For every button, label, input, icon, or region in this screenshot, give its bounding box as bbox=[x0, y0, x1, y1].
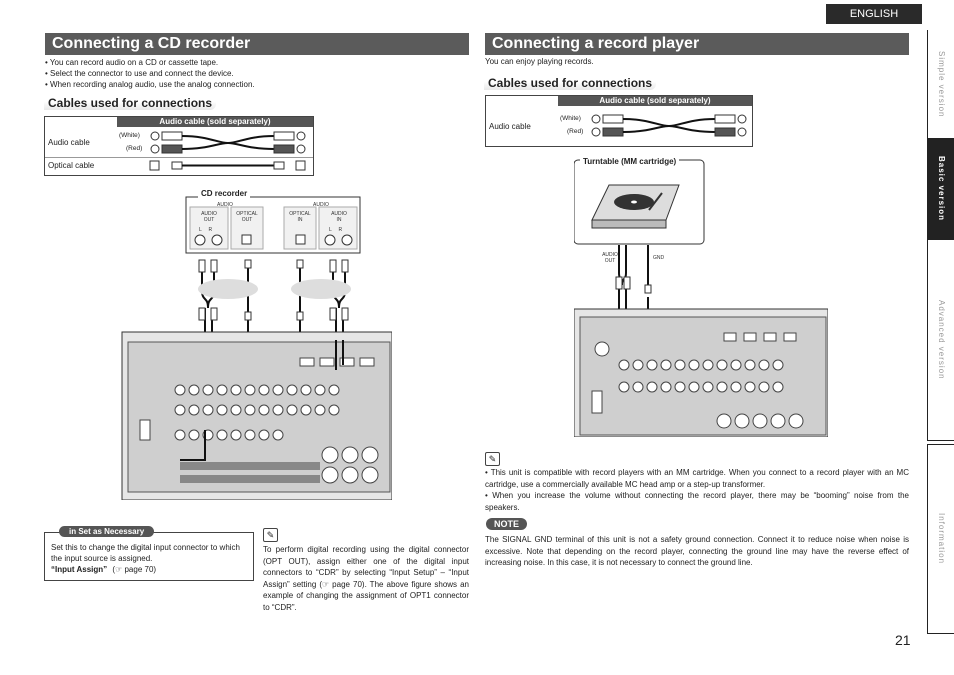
sidebar-tab-advanced[interactable]: Advanced version bbox=[927, 240, 954, 441]
set-as-necessary-title: in Set as Necessary bbox=[59, 526, 155, 537]
sidebar-tab-label: Basic version bbox=[937, 156, 946, 222]
rca-cable-icon bbox=[150, 131, 306, 154]
turntable-gnd-label: GND bbox=[653, 255, 665, 261]
rp-cable-table: Audio cable (sold separately) Audio cabl… bbox=[485, 95, 753, 147]
white-label: (White) bbox=[560, 115, 581, 122]
sidebar-tab-label: Information bbox=[937, 513, 946, 565]
cable-row-optical: Optical cable bbox=[45, 157, 313, 173]
cable-table-header: Audio cable (sold separately) bbox=[117, 117, 313, 127]
input-assign-page: page 70) bbox=[124, 565, 157, 574]
set-as-necessary-box: in Set as Necessary Set this to change t… bbox=[44, 526, 254, 581]
bullet-item: When you increase the volume without con… bbox=[485, 490, 909, 513]
audio-in-group-label: AUDIO bbox=[313, 202, 329, 208]
cable-name: Audio cable bbox=[489, 122, 531, 131]
cd-recorder-title: Connecting a CD recorder bbox=[45, 33, 469, 55]
cd-cables-heading: Cables used for connections bbox=[44, 96, 217, 110]
bullet-item: When recording analog audio, use the ana… bbox=[45, 79, 465, 90]
record-player-bullets: This unit is compatible with record play… bbox=[485, 467, 909, 513]
ground-note-text: The SIGNAL GND terminal of this unit is … bbox=[485, 535, 909, 567]
cd-recorder-device-label: CD recorder bbox=[198, 189, 251, 198]
bullet-item: You can record audio on a CD or cassette… bbox=[45, 57, 465, 68]
sidebar-tab-information[interactable]: Information bbox=[927, 444, 954, 634]
pencil-note-icon: ✎ bbox=[485, 452, 500, 466]
bullet-item: Select the connector to use and connect … bbox=[45, 68, 465, 79]
digital-recording-note: To perform digital recording using the d… bbox=[263, 545, 469, 612]
sidebar-tab-basic[interactable]: Basic version bbox=[927, 139, 954, 240]
cable-row-audio: Audio cable (White) (Red) bbox=[486, 106, 752, 142]
audio-out-lr-label: L R bbox=[199, 227, 213, 233]
record-player-title: Connecting a record player bbox=[485, 33, 909, 55]
red-label: (Red) bbox=[126, 145, 143, 152]
language-badge: ENGLISH bbox=[826, 4, 922, 24]
sidebar-tab-simple[interactable]: Simple version bbox=[927, 30, 954, 139]
record-player-intro: You can enjoy playing records. bbox=[485, 57, 594, 66]
audio-out-label: AUDIO OUT bbox=[201, 211, 217, 223]
cable-name: Audio cable bbox=[48, 138, 90, 147]
rp-cables-heading: Cables used for connections bbox=[484, 76, 657, 90]
optical-out-label: OPTICAL OUT bbox=[236, 211, 258, 223]
pencil-note-icon: ✎ bbox=[263, 528, 278, 542]
page-number: 21 bbox=[895, 632, 911, 648]
cd-recorder-diagram bbox=[121, 196, 392, 500]
note-label: NOTE bbox=[486, 518, 528, 530]
red-label: (Red) bbox=[567, 128, 584, 135]
turntable-audio-out-label: AUDIO OUT bbox=[602, 252, 618, 264]
white-label: (White) bbox=[119, 132, 140, 139]
cd-recorder-bullets: You can record audio on a CD or cassette… bbox=[45, 57, 465, 90]
input-assign-label: “Input Assign” bbox=[51, 565, 108, 574]
turntable-device-label: Turntable (MM cartridge) bbox=[580, 157, 680, 166]
sidebar-tab-label: Simple version bbox=[937, 50, 946, 118]
set-as-necessary-text: Set this to change the digital input con… bbox=[51, 543, 241, 563]
reference-icon: ☞ bbox=[115, 565, 123, 574]
optical-cable-icon bbox=[149, 160, 306, 171]
input-assign-ref: “Input Assign” (☞ page 70) bbox=[51, 565, 157, 574]
rca-cable-icon bbox=[591, 114, 747, 137]
optical-in-label: OPTICAL IN bbox=[289, 211, 311, 223]
bullet-item: This unit is compatible with record play… bbox=[485, 467, 909, 490]
sidebar-tab-label: Advanced version bbox=[937, 300, 946, 380]
cable-row-audio: Audio cable (White) (Red) bbox=[45, 127, 313, 157]
cd-cable-table: Audio cable (sold separately) Audio cabl… bbox=[44, 116, 314, 176]
audio-in-lr-label: L R bbox=[329, 227, 343, 233]
cable-name: Optical cable bbox=[48, 161, 95, 170]
audio-out-group-label: AUDIO bbox=[217, 202, 233, 208]
cable-table-header: Audio cable (sold separately) bbox=[558, 96, 752, 106]
record-player-diagram bbox=[574, 159, 828, 437]
audio-in-label: AUDIO IN bbox=[331, 211, 347, 223]
